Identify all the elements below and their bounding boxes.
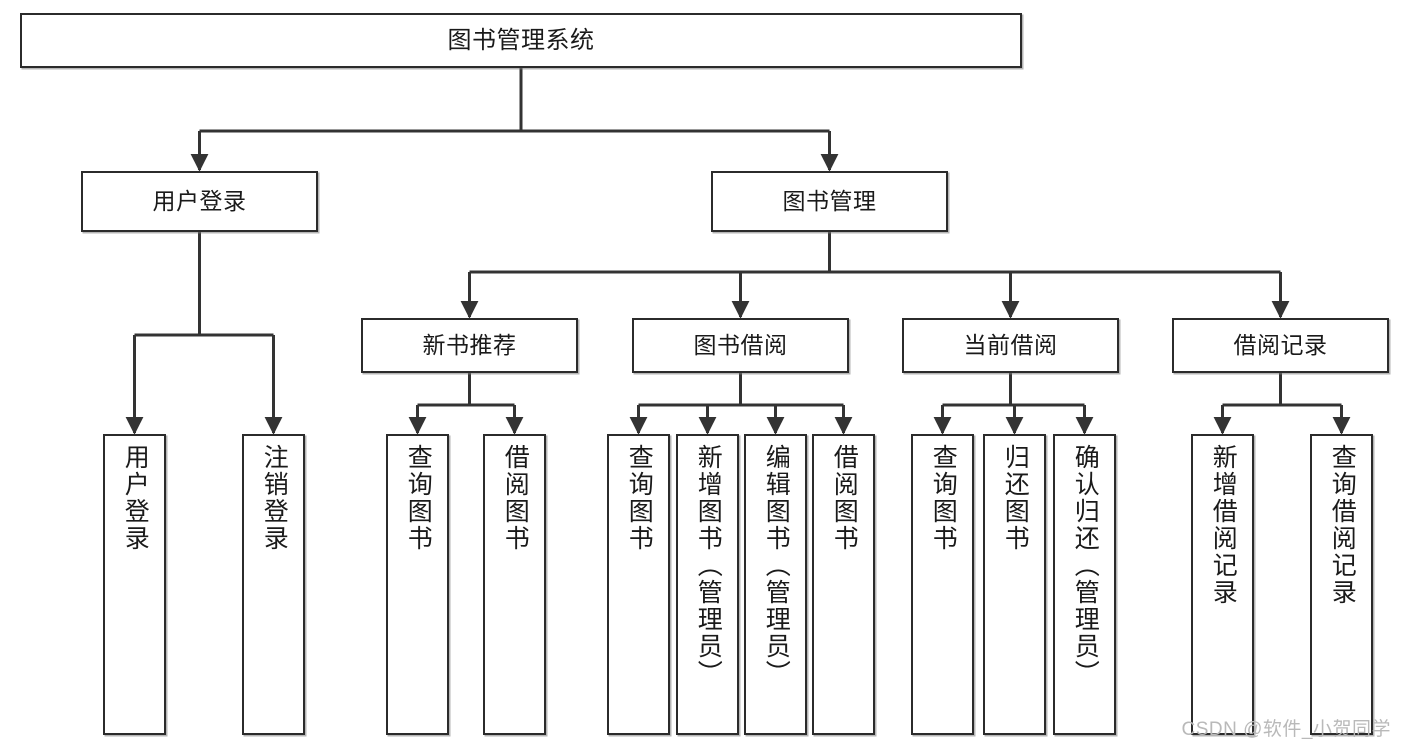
node-label: 新增借阅记录 [1209, 444, 1238, 606]
node-leaf-12[interactable]: 新增借阅记录 [1191, 434, 1254, 735]
node-leaf-10[interactable]: 归还图书 [983, 434, 1046, 735]
node-label: 图书管理 [782, 188, 877, 215]
node-leaf-2[interactable]: 注销登录 [242, 434, 305, 735]
node-leaf-5[interactable]: 查询图书 [607, 434, 670, 735]
watermark-text: CSDN @软件_小贺同学 [1181, 719, 1391, 740]
node-leaf-4[interactable]: 借阅图书 [483, 434, 546, 735]
node-leaf-9[interactable]: 查询图书 [911, 434, 974, 735]
node-l2-login[interactable]: 用户登录 [81, 171, 318, 232]
node-label: 查询图书 [404, 444, 433, 552]
node-l3-newrec[interactable]: 新书推荐 [361, 318, 578, 373]
node-leaf-11[interactable]: 确认归还（管理员） [1053, 434, 1116, 735]
node-label: 新增图书（管理员） [694, 444, 723, 687]
node-label: 用户登录 [152, 188, 247, 215]
node-label: 编辑图书（管理员） [762, 444, 791, 687]
node-leaf-3[interactable]: 查询图书 [386, 434, 449, 735]
node-label: 注销登录 [260, 444, 289, 552]
node-l3-current[interactable]: 当前借阅 [902, 318, 1119, 373]
node-label: 借阅图书 [830, 444, 859, 552]
node-leaf-1[interactable]: 用户登录 [103, 434, 166, 735]
node-label: 图书借阅 [693, 332, 788, 359]
node-label: 借阅图书 [501, 444, 530, 552]
node-l3-history[interactable]: 借阅记录 [1172, 318, 1389, 373]
node-label: 归还图书 [1001, 444, 1030, 552]
node-leaf-7[interactable]: 编辑图书（管理员） [744, 434, 807, 735]
node-leaf-8[interactable]: 借阅图书 [812, 434, 875, 735]
node-leaf-13[interactable]: 查询借阅记录 [1310, 434, 1373, 735]
node-label: 当前借阅 [963, 332, 1058, 359]
node-leaf-6[interactable]: 新增图书（管理员） [676, 434, 739, 735]
node-l2-book[interactable]: 图书管理 [711, 171, 948, 232]
node-label: 查询图书 [929, 444, 958, 552]
node-label: 用户登录 [121, 444, 150, 552]
node-l3-borrow[interactable]: 图书借阅 [632, 318, 849, 373]
node-label: 查询图书 [625, 444, 654, 552]
node-label: 新书推荐 [422, 332, 517, 359]
node-label: 借阅记录 [1233, 332, 1328, 359]
node-label: 确认归还（管理员） [1071, 444, 1100, 687]
node-label: 图书管理系统 [447, 26, 595, 54]
node-label: 查询借阅记录 [1328, 444, 1357, 606]
node-root[interactable]: 图书管理系统 [20, 13, 1022, 68]
